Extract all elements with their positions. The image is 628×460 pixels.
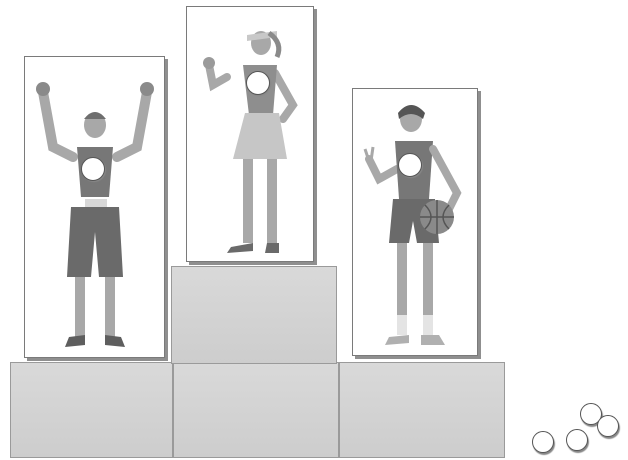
loose-token-1[interactable] bbox=[532, 431, 554, 453]
podium-block-middle-lower[interactable] bbox=[173, 362, 339, 458]
athlete-card-middle[interactable] bbox=[186, 6, 314, 262]
chest-circle-left[interactable] bbox=[81, 157, 105, 181]
athlete-card-right[interactable] bbox=[352, 88, 478, 356]
athlete-tennis-skirt-figure bbox=[187, 7, 313, 261]
athlete-basketball-figure bbox=[353, 89, 477, 355]
athlete-card-left[interactable] bbox=[24, 56, 165, 358]
chest-circle-right[interactable] bbox=[398, 153, 422, 177]
podium-block-right[interactable] bbox=[339, 362, 505, 458]
athlete-arms-raised-figure bbox=[25, 57, 164, 357]
podium-block-left[interactable] bbox=[10, 362, 173, 458]
loose-token-2[interactable] bbox=[566, 429, 588, 451]
chest-circle-middle[interactable] bbox=[246, 71, 270, 95]
podium-block-middle-upper[interactable] bbox=[171, 266, 337, 364]
loose-token-4[interactable] bbox=[597, 415, 619, 437]
